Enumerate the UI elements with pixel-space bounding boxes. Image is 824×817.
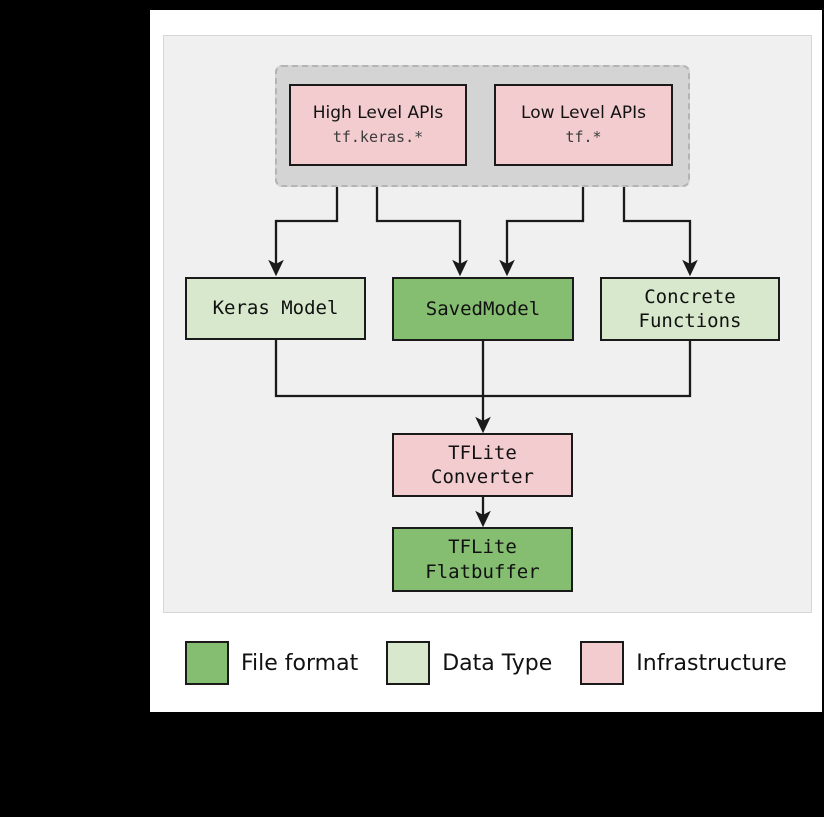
legend-item-infrastructure: Infrastructure <box>580 641 787 685</box>
legend-label-file-format: File format <box>241 650 359 676</box>
node-tflite-flatbuffer[interactable]: TFLite Flatbuffer <box>392 527 573 592</box>
legend-label-infrastructure: Infrastructure <box>636 650 787 676</box>
legend: File format Data Type Infrastructure <box>185 635 795 691</box>
node-title: Keras Model <box>212 297 339 320</box>
node-title: Low Level APIs <box>521 103 646 124</box>
node-tflite-converter[interactable]: TFLite Converter <box>392 433 573 497</box>
legend-swatch-infrastructure <box>580 641 625 685</box>
legend-item-data-type: Data Type <box>386 641 552 685</box>
legend-swatch-file-format <box>185 641 229 685</box>
node-title: High Level APIs <box>312 103 444 124</box>
node-high-level-apis[interactable]: High Level APIs tf.keras.* <box>289 84 467 166</box>
legend-label-data-type: Data Type <box>442 650 553 676</box>
node-subtitle: tf.* <box>565 127 602 146</box>
node-low-level-apis[interactable]: Low Level APIs tf.* <box>494 84 673 166</box>
diagram-page: High Level APIs tf.keras.* Low Level API… <box>150 10 822 712</box>
node-savedmodel[interactable]: SavedModel <box>392 277 574 341</box>
node-title: Concrete Functions <box>638 285 742 332</box>
node-title: SavedModel <box>425 297 541 320</box>
node-subtitle: tf.keras.* <box>332 127 424 146</box>
node-title: TFLite Flatbuffer <box>425 536 540 583</box>
node-title: TFLite Converter <box>431 441 534 488</box>
legend-swatch-data-type <box>386 641 431 685</box>
node-keras-model[interactable]: Keras Model <box>185 277 366 340</box>
legend-item-file-format: File format <box>185 641 358 685</box>
node-concrete-functions[interactable]: Concrete Functions <box>600 277 780 341</box>
